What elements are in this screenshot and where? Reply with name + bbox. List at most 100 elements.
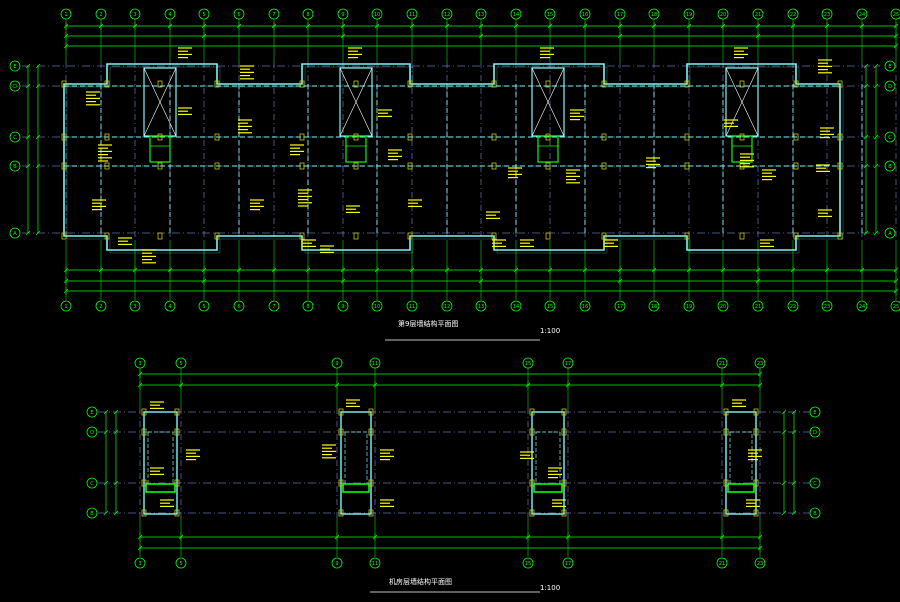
lower-axis-bubble-right-E	[809, 406, 821, 418]
column-marker-1-8	[545, 133, 551, 141]
lower-axis-bubble-top-23-label: 23	[757, 361, 763, 367]
column-marker-3-0	[61, 232, 67, 240]
column-marker-1-13	[837, 133, 843, 141]
column-marker-0-9	[601, 80, 607, 88]
axis-bubble-top-18-label: 18	[651, 12, 657, 18]
lower-column-l-2-2	[529, 479, 535, 487]
column-marker-1-2	[157, 133, 163, 141]
dim-right-0-tick-4	[863, 63, 869, 69]
axis-bubble-bottom-2-label: 2	[99, 304, 102, 310]
axis-bubble-top-2-label: 2	[99, 12, 102, 18]
axis-bubble-bottom-9-label: 9	[341, 304, 344, 310]
column-marker-0-4	[299, 80, 305, 88]
column-marker-1-4	[299, 133, 305, 141]
column-marker-3-13	[837, 232, 843, 240]
lower-axis-bubble-top-11-label: 11	[372, 361, 378, 367]
column-marker-3-6	[407, 232, 413, 240]
axis-bubble-right-E	[884, 60, 896, 72]
dim-left-1-tick-0	[35, 230, 41, 236]
building-outline-wall	[63, 63, 841, 251]
lower-dim-right-0-tick-0	[781, 510, 787, 516]
column-marker-0-12	[793, 80, 799, 88]
dim-left-1-tick-2	[35, 134, 41, 140]
axis-bubble-bottom-19-label: 19	[686, 304, 692, 310]
lower-column-r-1-1	[368, 428, 374, 436]
axis-bubble-right-D	[884, 80, 896, 92]
axis-bubble-top-16-label: 16	[582, 12, 588, 18]
lower-plan-scale: 1:100	[540, 584, 561, 592]
axis-bubble-top-10-label: 10	[374, 12, 380, 18]
lower-dim-left-0-tick-2	[103, 429, 109, 435]
column-marker-1-6	[407, 133, 413, 141]
upper-floor-plan: 1122334455667788991010111112121313141415…	[9, 8, 900, 341]
lower-axis-bubble-bottom-15-label: 15	[525, 561, 531, 567]
lower-dim-right-1-tick-0	[791, 510, 797, 516]
column-marker-2-2	[157, 162, 163, 170]
axis-bubble-top-7-label: 7	[272, 12, 275, 18]
axis-bubble-bottom-16	[579, 300, 591, 312]
axis-bubble-left-C-label: C	[13, 135, 17, 141]
lower-axis-bubble-right-D	[809, 426, 821, 438]
axis-bubble-bottom-10	[371, 300, 383, 312]
axis-bubble-bottom-25-label: 25	[893, 304, 899, 310]
axis-bubble-bottom-15-label: 15	[547, 304, 553, 310]
lower-axis-bubble-left-C-label: C	[90, 481, 94, 487]
lower-column-r-1-3	[368, 509, 374, 517]
machine-room-beam-1	[342, 483, 370, 493]
elevator-cross-b-2	[531, 67, 565, 137]
axis-bubble-bottom-24	[856, 300, 868, 312]
stair-core-2	[537, 135, 559, 163]
lower-column-r-3-2	[753, 479, 759, 487]
axis-bubble-bottom-17-label: 17	[617, 304, 623, 310]
column-marker-0-13	[837, 80, 843, 88]
machine-room-beam-3	[727, 483, 755, 493]
lower-column-r-0-3	[174, 509, 180, 517]
lower-column-r-0-2	[174, 479, 180, 487]
column-marker-3-5	[353, 232, 359, 240]
column-marker-1-1	[104, 133, 110, 141]
column-marker-2-8	[545, 162, 551, 170]
lower-axis-bubble-bottom-11-label: 11	[372, 561, 378, 567]
axis-bubble-bottom-15	[544, 300, 556, 312]
lower-axis-bubble-bottom-5-label: 5	[179, 561, 182, 567]
axis-bubble-top-19-label: 19	[686, 12, 692, 18]
column-marker-0-8	[545, 80, 551, 88]
lower-dim-right-0-tick-2	[781, 429, 787, 435]
machine-room-wall-0	[143, 411, 178, 515]
lower-axis-bubble-bottom-23-label: 23	[757, 561, 763, 567]
lower-column-l-3-3	[723, 509, 729, 517]
column-marker-3-1	[104, 232, 110, 240]
axis-bubble-left-E-label: E	[13, 64, 16, 70]
column-marker-3-7	[491, 232, 497, 240]
axis-bubble-bottom-18-label: 18	[651, 304, 657, 310]
axis-bubble-right-C-label: C	[888, 135, 892, 141]
axis-bubble-bottom-8-label: 8	[306, 304, 309, 310]
machine-room-beam-2	[533, 483, 563, 493]
axis-bubble-bottom-14-label: 14	[513, 304, 519, 310]
dim-right-1-tick-2	[873, 134, 879, 140]
column-marker-3-9	[601, 232, 607, 240]
column-marker-0-10	[684, 80, 690, 88]
lower-axis-bubble-right-D-label: D	[813, 430, 817, 436]
machine-room-beam-0	[145, 483, 176, 493]
lower-column-l-2-1	[529, 428, 535, 436]
axis-bubble-bottom-1	[60, 300, 72, 312]
axis-bubble-bottom-5	[198, 300, 210, 312]
column-marker-1-3	[214, 133, 220, 141]
lower-column-l-0-3	[141, 509, 147, 517]
lower-dim-left-1-tick-1	[113, 480, 119, 486]
axis-bubble-top-3-label: 3	[133, 12, 136, 18]
column-marker-2-12	[793, 162, 799, 170]
lower-axis-bubble-bottom-17	[562, 557, 574, 569]
column-marker-0-1	[104, 80, 110, 88]
machine-room-wall-3	[725, 411, 757, 515]
column-marker-3-10	[684, 232, 690, 240]
column-marker-0-11	[739, 80, 745, 88]
axis-bubble-left-C	[9, 131, 21, 143]
lower-axis-bubble-top-9-label: 9	[335, 361, 338, 367]
axis-bubble-bottom-9	[337, 300, 349, 312]
axis-bubble-bottom-18	[648, 300, 660, 312]
axis-bubble-top-15-label: 15	[547, 12, 553, 18]
stair-core-3	[731, 135, 753, 163]
